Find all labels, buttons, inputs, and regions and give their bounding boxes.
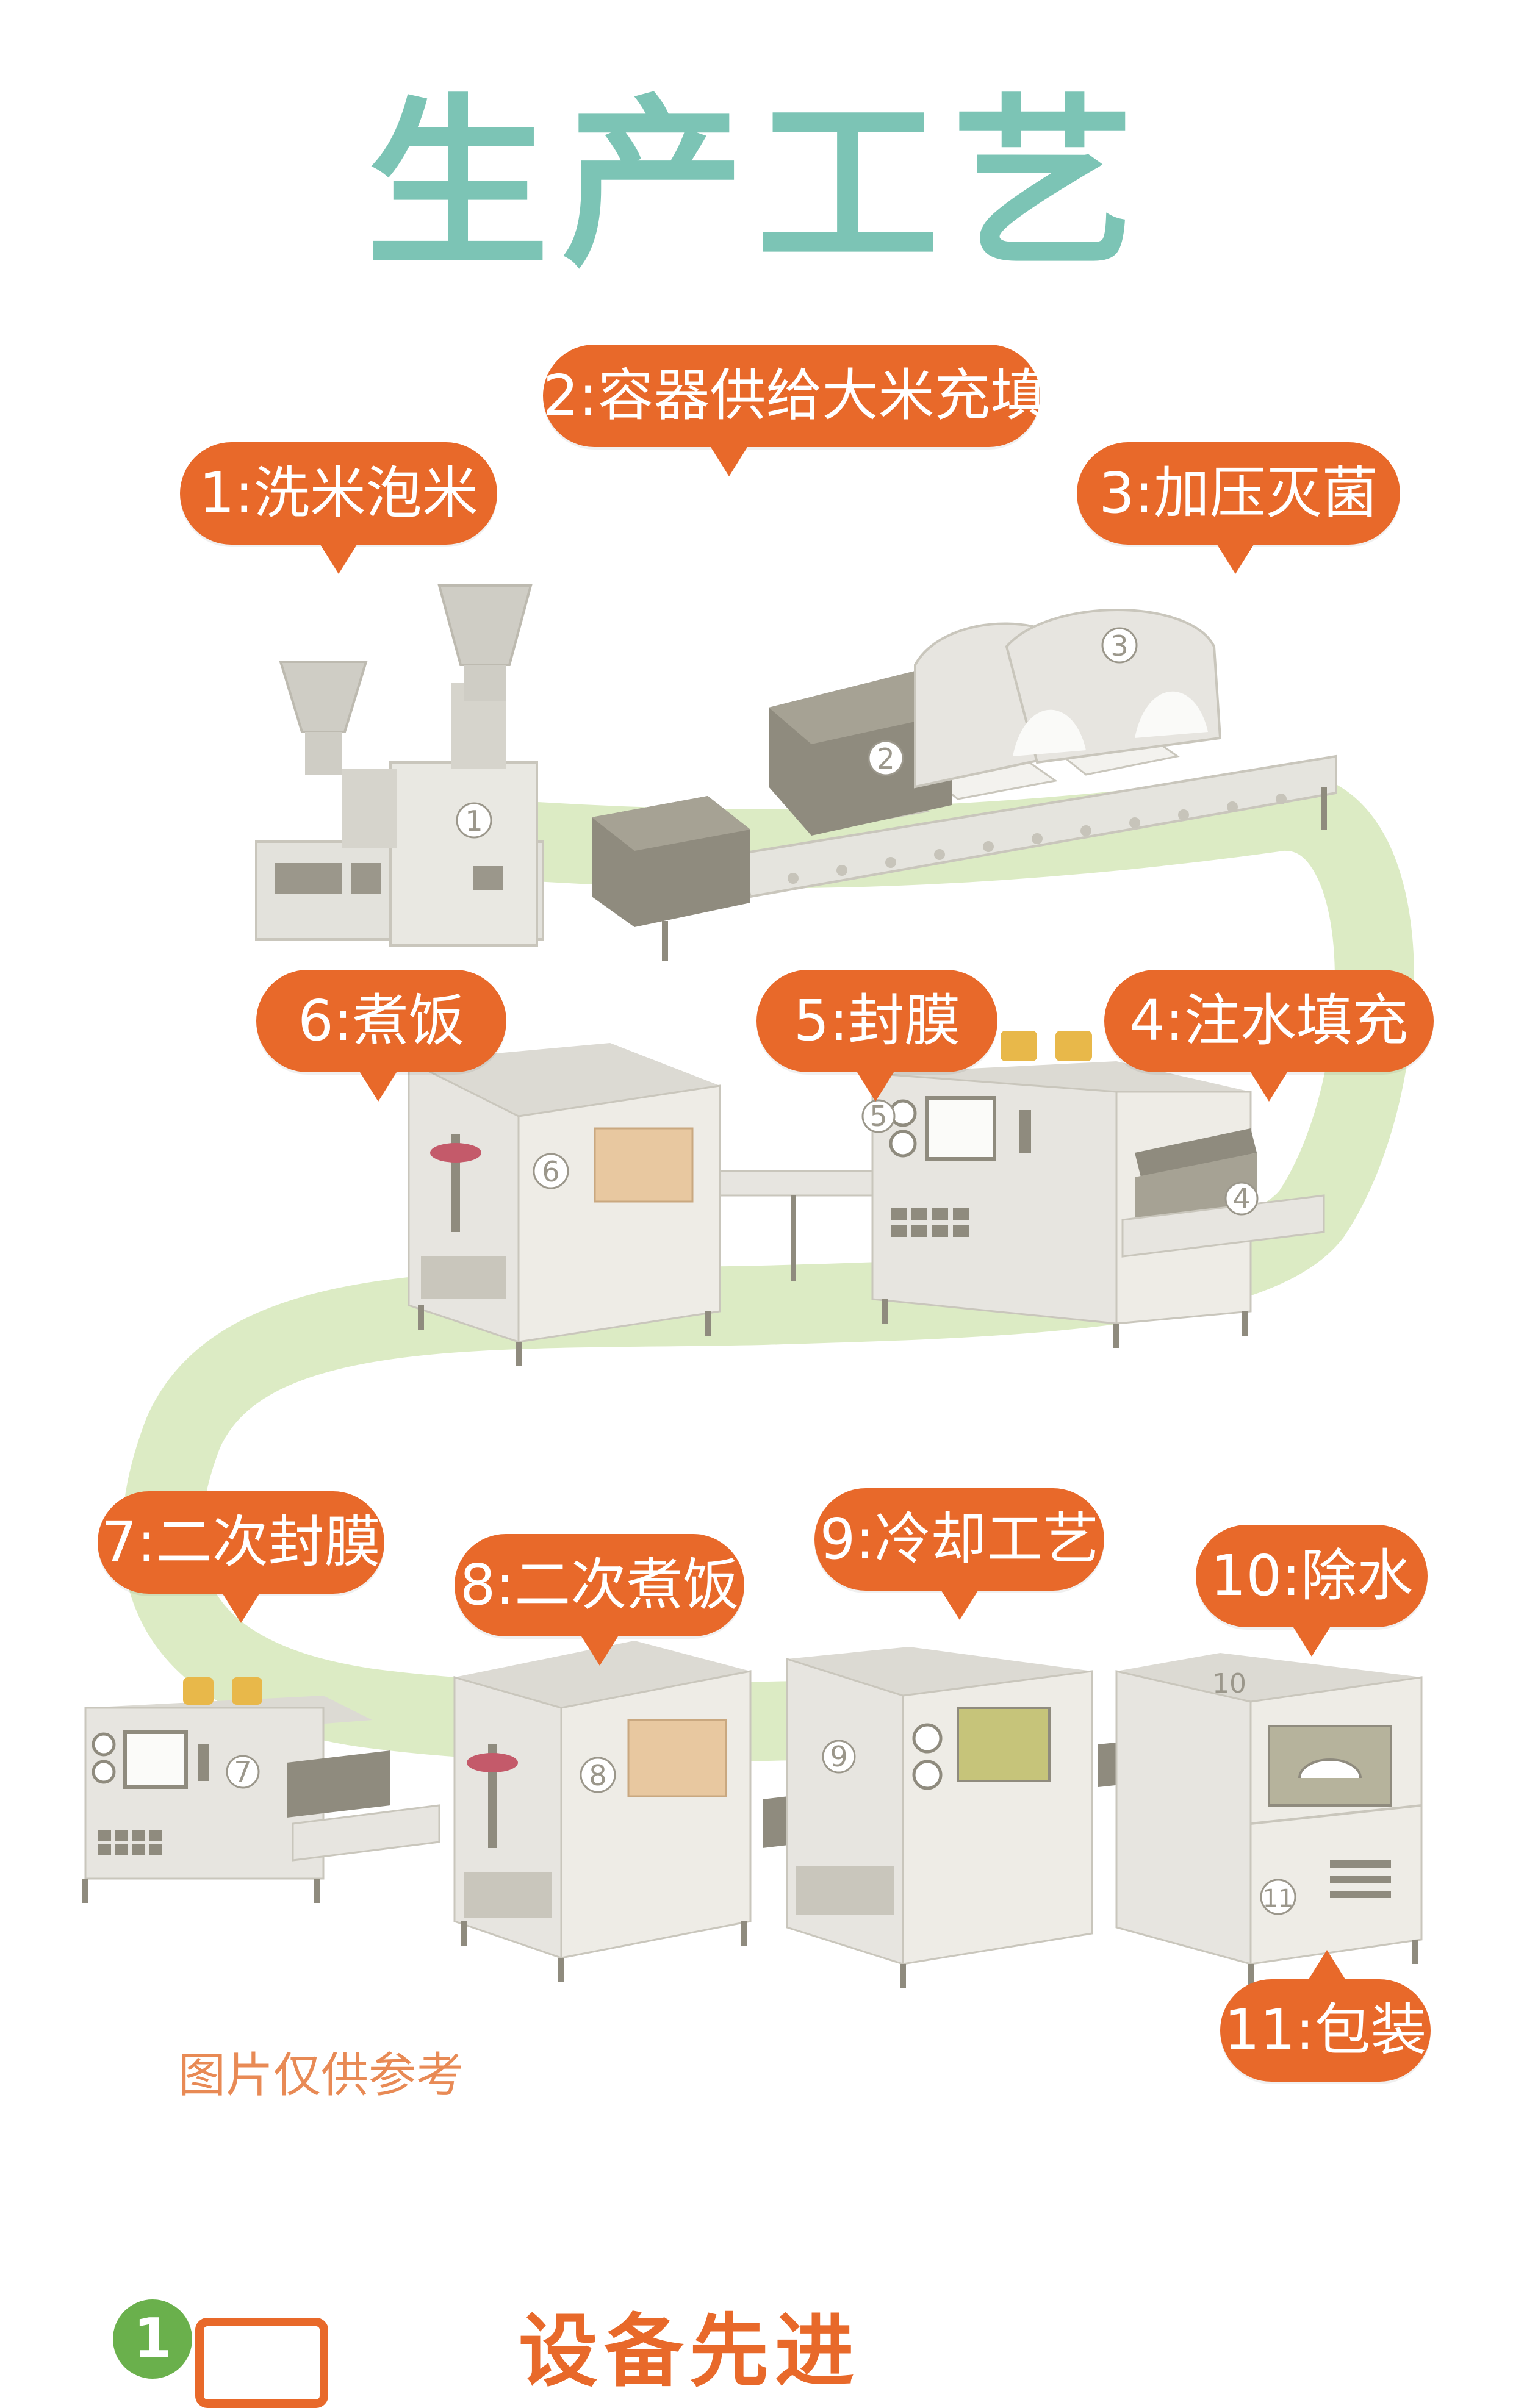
svg-text:6: 6 <box>542 1155 559 1188</box>
marker-8: 8 <box>581 1758 615 1792</box>
marker-10: 10 <box>1212 1668 1246 1699</box>
step-bubble-9: 9:冷却工艺 <box>814 1488 1104 1591</box>
conveyor-upper <box>592 610 1336 961</box>
step-bubble-10: 10:除水 <box>1196 1525 1428 1627</box>
svg-text:10: 10 <box>1212 1668 1246 1699</box>
step-bubble-7: 7:二次封膜 <box>98 1491 384 1594</box>
marker-4: 4 <box>1226 1182 1257 1215</box>
step-bubble-4: 4:注水填充 <box>1104 970 1434 1072</box>
marker-9: 9 <box>823 1740 855 1773</box>
svg-text:11: 11 <box>1263 1885 1294 1913</box>
section-icon <box>195 2318 328 2408</box>
marker-7: 7 <box>227 1755 259 1788</box>
svg-text:3: 3 <box>1110 629 1128 662</box>
svg-text:8: 8 <box>589 1759 606 1792</box>
marker-1: 1 <box>457 803 491 837</box>
step-bubble-1: 1:洗米泡米 <box>180 442 497 545</box>
step-bubble-8: 8:二次煮饭 <box>455 1534 744 1636</box>
step-bubble-5: 5:封膜 <box>756 970 997 1072</box>
marker-3: 3 <box>1102 628 1137 662</box>
process-diagram: 生产工艺 <box>0 0 1513 2342</box>
svg-text:2: 2 <box>877 742 894 775</box>
reference-note: 图片仅供参考 <box>178 2037 464 2105</box>
step-bubble-11: 11:包装 <box>1220 1979 1431 2082</box>
svg-text:7: 7 <box>234 1755 251 1788</box>
svg-text:4: 4 <box>1232 1182 1250 1215</box>
marker-11: 11 <box>1261 1880 1295 1914</box>
marker-5: 5 <box>863 1100 894 1133</box>
machine-1-wash <box>256 586 543 945</box>
marker-2: 2 <box>869 741 903 775</box>
svg-text:5: 5 <box>869 1100 887 1133</box>
machine-10-11-dewater-pack <box>1116 1653 1421 1988</box>
marker-6: 6 <box>534 1154 568 1188</box>
step-bubble-3: 3:加压灭菌 <box>1077 442 1400 545</box>
step-bubble-2: 2:容器供给大米充填 <box>543 345 1040 447</box>
svg-text:9: 9 <box>830 1740 847 1773</box>
machine-8-second-cook <box>455 1641 750 1982</box>
section-number-badge: 1 <box>113 2299 192 2379</box>
svg-text:1: 1 <box>465 804 483 837</box>
machine-6-cook <box>409 1043 720 1366</box>
step-bubble-6: 6:煮饭 <box>256 970 506 1072</box>
section-title: 设备先进 <box>519 2287 860 2402</box>
machine-9-cooling <box>787 1647 1092 1988</box>
